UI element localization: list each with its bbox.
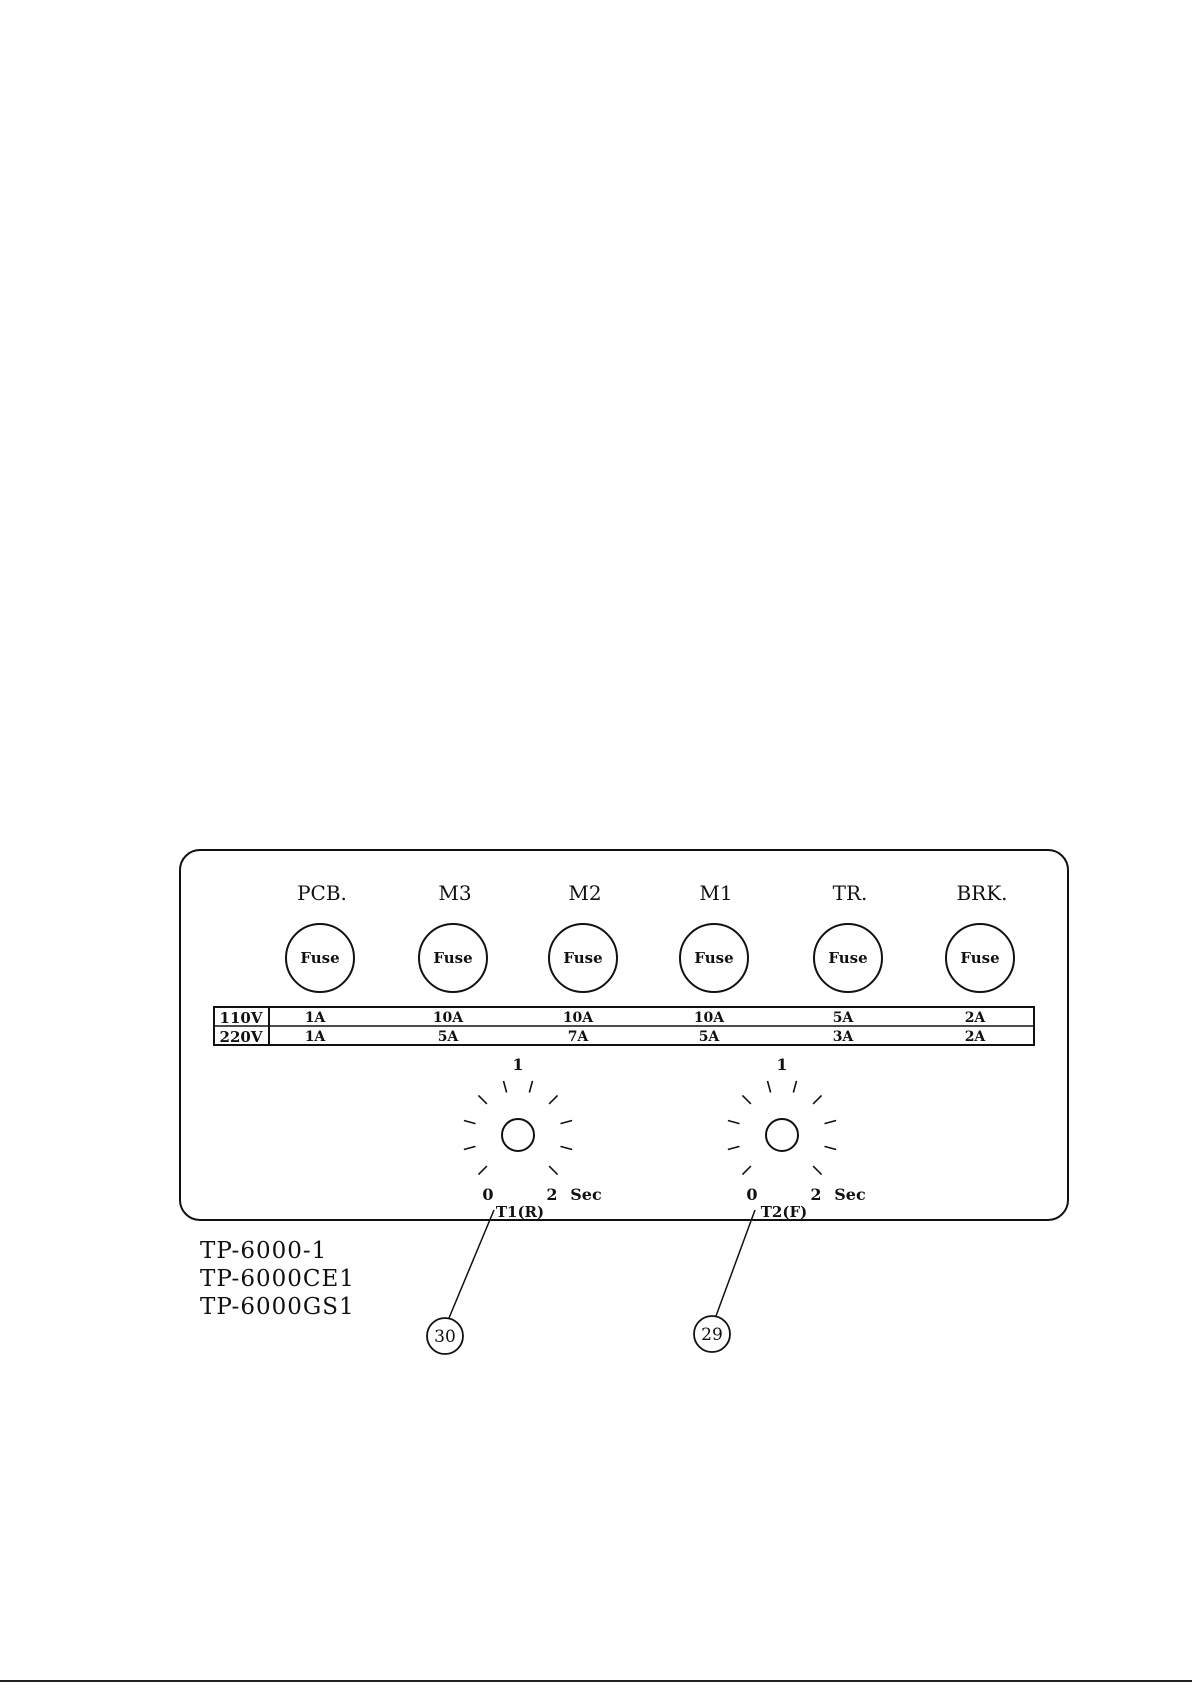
fuse-name: TR.	[833, 881, 868, 905]
fuse-6: BRK. Fuse 2A 2A	[946, 881, 1014, 1045]
dial-label-max: 2	[546, 1185, 557, 1204]
fuse-5: TR. Fuse 5A 3A	[814, 881, 882, 1045]
fuse-rating-110v: 10A	[563, 1010, 594, 1026]
dial-name: T1(R)	[496, 1203, 544, 1221]
fuse-holder-label: Fuse	[828, 949, 867, 967]
timer-knob[interactable]	[502, 1119, 534, 1151]
dial-unit: Sec	[834, 1185, 866, 1204]
callout-2: 29	[694, 1210, 755, 1352]
model-number-3: TP-6000GS1	[200, 1294, 355, 1320]
dial-label-mid: 1	[512, 1055, 523, 1074]
dial-tick	[549, 1095, 558, 1104]
fuse-1: PCB. Fuse 1A 1A	[286, 881, 354, 1045]
fuse-rating-110v: 10A	[694, 1010, 725, 1026]
fuse-rating-220v: 5A	[438, 1029, 460, 1045]
dial-tick	[561, 1146, 573, 1149]
page-bottom-rule	[0, 1680, 1192, 1682]
dial-tick	[464, 1146, 476, 1149]
fuse-rating-110v: 2A	[965, 1010, 987, 1026]
dial-tick	[813, 1095, 822, 1104]
callout-1: 30	[427, 1210, 494, 1354]
callout-number: 30	[434, 1327, 456, 1347]
dial-tick	[793, 1081, 796, 1093]
voltage-220-label: 220V	[220, 1028, 263, 1046]
fuse-name: M1	[699, 881, 732, 905]
dial-tick	[742, 1095, 751, 1104]
dial-tick	[529, 1081, 532, 1093]
dial-label-max: 2	[810, 1185, 821, 1204]
dial-tick	[768, 1081, 771, 1093]
fuse-rating-110v: 10A	[433, 1010, 464, 1026]
fuse-rating-220v: 3A	[833, 1029, 855, 1045]
fuse-holder-label: Fuse	[433, 949, 472, 967]
model-number-1: TP-6000-1	[200, 1238, 327, 1264]
dial-tick	[728, 1121, 740, 1124]
fuse-name: M2	[568, 881, 601, 905]
fuse-rating-table: 110V 220V	[214, 1007, 1034, 1046]
fuse-name: PCB.	[297, 881, 347, 905]
dial-tick	[478, 1166, 487, 1175]
fuse-rating-220v: 5A	[699, 1029, 721, 1045]
dial-tick	[825, 1146, 837, 1149]
fuse-rating-110v: 5A	[833, 1010, 855, 1026]
dial-tick	[478, 1095, 487, 1104]
model-number-2: TP-6000CE1	[200, 1266, 355, 1292]
fuse-rating-220v: 7A	[568, 1029, 590, 1045]
dial-tick	[504, 1081, 507, 1093]
dial-tick	[561, 1121, 573, 1124]
dial-unit: Sec	[570, 1185, 602, 1204]
callout-leader	[449, 1210, 494, 1318]
fuse-rating-220v: 2A	[965, 1029, 987, 1045]
dial-tick	[742, 1166, 751, 1175]
fuse-name: BRK.	[956, 881, 1007, 905]
callout-leader	[716, 1210, 755, 1316]
dial-tick	[813, 1166, 822, 1175]
callout-number: 29	[701, 1325, 723, 1345]
dial-tick	[825, 1121, 837, 1124]
fuse-holder-label: Fuse	[563, 949, 602, 967]
fuse-name: M3	[438, 881, 471, 905]
dial-tick	[549, 1166, 558, 1175]
timer-knob[interactable]	[766, 1119, 798, 1151]
dial-label-mid: 1	[776, 1055, 787, 1074]
fuse-holder-label: Fuse	[300, 949, 339, 967]
dial-tick	[728, 1146, 740, 1149]
fuse-rating-110v: 1A	[305, 1010, 327, 1026]
dial-name: T2(F)	[761, 1203, 807, 1221]
voltage-110-label: 110V	[220, 1009, 263, 1027]
dial-label-min: 0	[746, 1185, 757, 1204]
dial-tick	[464, 1121, 476, 1124]
fuse-holder-label: Fuse	[960, 949, 999, 967]
dial-label-min: 0	[482, 1185, 493, 1204]
fuse-holder-label: Fuse	[694, 949, 733, 967]
fuse-rating-220v: 1A	[305, 1029, 327, 1045]
